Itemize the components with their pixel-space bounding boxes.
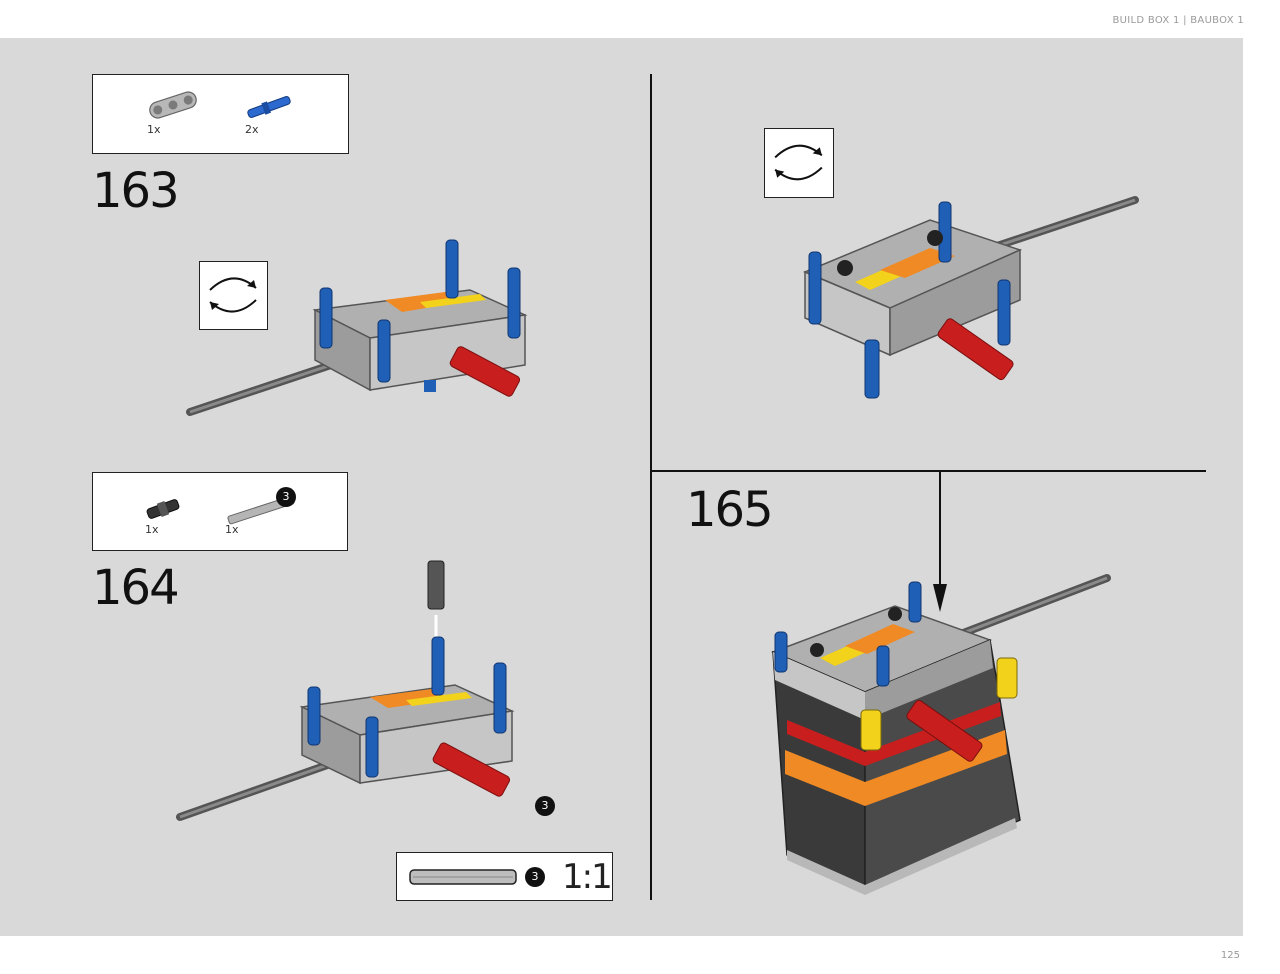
scale-callout: 3 1:1	[396, 852, 613, 901]
parts-box-step-164: 1x 3 1x	[92, 472, 348, 551]
length-badge: 3	[525, 867, 545, 887]
blue-axle-pin-icon	[247, 96, 291, 118]
universal-joint-icon	[146, 499, 180, 519]
parts-box-step-163: 1x 2x	[92, 74, 349, 154]
rotate-icon	[774, 144, 823, 181]
step-number: 163	[92, 163, 180, 219]
part-qty: 2x	[245, 123, 259, 136]
page-number: 125	[1220, 950, 1240, 961]
part-qty: 1x	[147, 123, 161, 136]
model-step-163	[186, 239, 528, 416]
vertical-divider	[650, 74, 652, 900]
model-step-164	[176, 560, 515, 821]
rotate-model-box	[764, 128, 834, 198]
part-qty: 1x	[145, 523, 159, 536]
length-badge: 3	[535, 796, 555, 816]
model-step-165	[771, 574, 1111, 895]
axle-1-to-1-icon	[409, 869, 517, 885]
placement-arrow-icon	[933, 472, 947, 612]
model-rotated-view	[803, 196, 1139, 399]
beam-3-icon	[149, 91, 197, 119]
horizontal-divider	[650, 470, 1206, 472]
rotate-icon	[209, 277, 257, 313]
scale-label: 1:1	[562, 857, 613, 897]
length-badge: 3	[276, 487, 296, 507]
part-qty: 1x	[225, 523, 239, 536]
rotate-model-box	[199, 261, 268, 330]
step-number: 165	[686, 482, 774, 538]
page-header: BUILD BOX 1 | BAUBOX 1	[1112, 15, 1244, 26]
step-number: 164	[92, 560, 180, 616]
